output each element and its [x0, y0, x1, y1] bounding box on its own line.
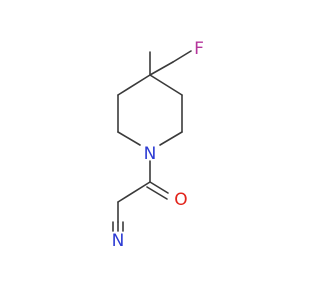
atom-label-oxygen: O: [174, 190, 187, 210]
bond-c4-ch2: [149, 61, 174, 76]
bonds: [112, 50, 192, 232]
atom-label-nitrogen-ring: N: [144, 144, 157, 164]
bond-carbonyl-o-2: [146, 186, 168, 200]
bond-c2-n: [117, 131, 141, 146]
atom-labels: F N O N: [112, 39, 204, 251]
bond-ch2-f: [172, 50, 192, 63]
atom-label-nitrogen-nitrile: N: [112, 231, 125, 251]
bond-carbonyl-ch2: [117, 181, 151, 203]
structure-canvas: F N O N: [112, 39, 204, 251]
atom-label-fluorine: F: [194, 39, 204, 59]
bond-n-c6: [159, 131, 183, 146]
bond-carbonyl-o-1: [149, 181, 169, 194]
bond-c5-c4: [149, 74, 183, 96]
bond-c4-c3: [117, 74, 151, 96]
molecule-diagram: F N O N: [112, 39, 204, 251]
